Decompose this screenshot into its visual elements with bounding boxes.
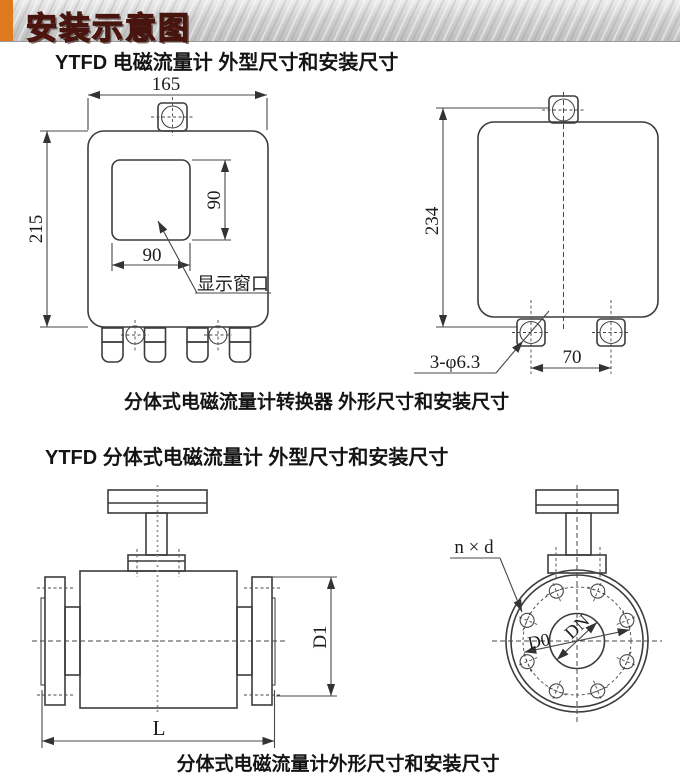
- dim-height-215: 215: [26, 130, 88, 328]
- dim-hole-spacing-70: 70: [531, 347, 611, 373]
- dim-label-234: 234: [422, 206, 443, 235]
- neck-side: [145, 512, 168, 556]
- page-title: 安装示意图: [25, 10, 191, 46]
- dim-label-215: 215: [26, 215, 47, 244]
- dim-label-D0: D0: [526, 629, 552, 653]
- sensor-body: [79, 570, 238, 709]
- converter-caption: 分体式电磁流量计转换器 外形尺寸和安装尺寸: [123, 392, 510, 413]
- mounting-holes-callout: 3-φ6.3: [414, 310, 550, 374]
- dim-label-D1: D1: [310, 625, 331, 648]
- front-bottom-mount-holes: [121, 320, 232, 352]
- converter-section-title: YTFD 电磁流量计 外型尺寸和安装尺寸: [55, 52, 399, 74]
- neck-end: [565, 512, 592, 556]
- converter-front-view: 165 90: [26, 74, 271, 363]
- dim-height-234: 234: [422, 107, 549, 328]
- dim-label-90-horizontal: 90: [143, 245, 162, 266]
- converter-side-view: 234: [414, 92, 659, 374]
- accent-tab: [0, 0, 13, 41]
- dim-label-70: 70: [563, 347, 582, 368]
- flowmeter-end-view: D0 DN n × d: [450, 485, 662, 722]
- dim-label-165: 165: [152, 74, 181, 95]
- header-banner: 安装示意图: [0, 0, 680, 47]
- display-window-callout: 显示窗口: [157, 220, 271, 294]
- dim-window-height-90: 90: [192, 159, 231, 241]
- dim-flange-diameter-D1: D1: [270, 576, 337, 697]
- flowmeter-side-view: L D1: [32, 485, 337, 748]
- display-window: [111, 159, 191, 241]
- dim-length-L: L: [41, 690, 276, 748]
- flowmeter-caption: 分体式电磁流量计外形尺寸和安装尺寸: [176, 754, 500, 775]
- converter-housing-side: [477, 121, 659, 318]
- dim-label-L: L: [153, 716, 166, 740]
- bolt-holes: [516, 580, 638, 702]
- display-window-label: 显示窗口: [197, 274, 269, 294]
- brushed-metal-texture: [0, 0, 680, 41]
- bolt-holes-label: n × d: [454, 537, 494, 558]
- dim-label-90-vertical: 90: [204, 191, 225, 210]
- bolt-holes-callout: n × d: [450, 537, 523, 613]
- front-top-lug: [151, 97, 194, 136]
- mounting-holes-label: 3-φ6.3: [430, 352, 481, 373]
- converter-housing-front: [87, 130, 269, 328]
- flowmeter-section-title: YTFD 分体式电磁流量计 外型尺寸和安装尺寸: [45, 447, 449, 469]
- cable-glands: [101, 327, 252, 363]
- dim-window-width-90: 90: [111, 243, 191, 271]
- dim-width-165: 165: [87, 74, 268, 130]
